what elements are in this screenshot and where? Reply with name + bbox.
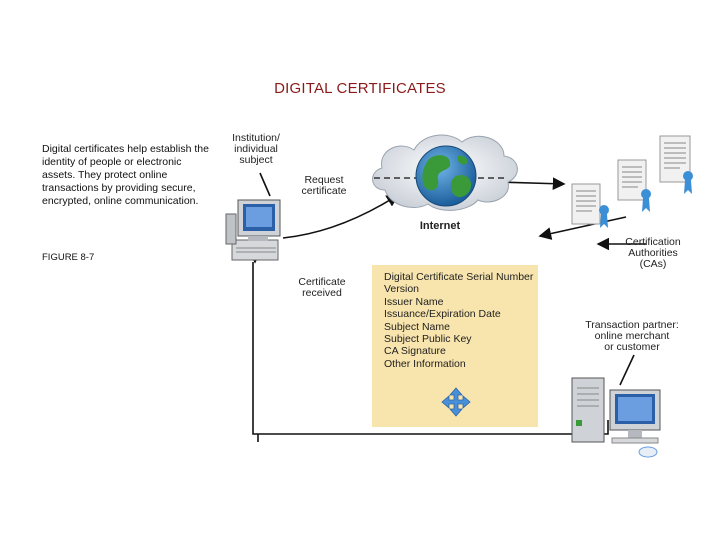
institution-pointer [259, 172, 271, 197]
certificate-received-label: Certificate received [290, 277, 354, 299]
certificate-received-line1: Certificate [298, 276, 346, 288]
institution-label: Institution/ individual subject [226, 133, 286, 166]
server-icon [571, 377, 661, 458]
certificate-field: Other Information [384, 357, 466, 370]
partner-label-line2: online merchant [594, 330, 670, 342]
certificate-field: Issuance/Expiration Date [384, 308, 501, 321]
description-text: Digital certificates help establish the … [42, 143, 209, 207]
certificate-received-line2: received [302, 287, 342, 299]
certificate-icon [571, 135, 693, 228]
cloud-to-ca-arrow [497, 177, 566, 191]
certificate-field-list: Digital Certificate Serial Number Versio… [384, 271, 533, 370]
partner-pointer [619, 354, 635, 386]
ca-to-cloud-arrow [538, 216, 627, 240]
partner-label: Transaction partner: online merchant or … [580, 320, 684, 353]
ca-label-line3: (CAs) [639, 258, 667, 270]
certificate-field: Version [384, 283, 420, 296]
ca-label-line2: Authorities [628, 247, 678, 259]
partner-label-line1: Transaction partner: [585, 319, 679, 331]
certificate-field: Digital Certificate Serial Number [384, 271, 534, 283]
computer-icon [225, 199, 281, 261]
request-label: Request certificate [294, 175, 354, 197]
ca-label-line1: Certification [625, 236, 681, 248]
internet-label: Internet [419, 220, 461, 232]
institution-label-line3: subject [239, 154, 273, 166]
request-label-line1: Request [304, 174, 344, 186]
figure-label: FIGURE 8-7 [42, 252, 95, 263]
certificate-field: Issuer Name [384, 295, 444, 308]
partner-label-line3: or customer [604, 341, 660, 353]
certificate-field: CA Signature [384, 345, 446, 358]
institution-label-line2: individual [234, 143, 278, 155]
move-arrows-icon [441, 387, 471, 417]
request-label-line2: certificate [301, 185, 347, 197]
received-line [252, 262, 609, 435]
certificate-field: Subject Public Key [384, 333, 472, 346]
institution-label-line1: Institution/ [232, 132, 280, 144]
request-arrow [282, 194, 400, 239]
ca-label: Certification Authorities (CAs) [618, 237, 688, 270]
globe-icon [415, 145, 477, 207]
certificate-field: Subject Name [384, 320, 450, 333]
page-title: DIGITAL CERTIFICATES [274, 80, 446, 97]
